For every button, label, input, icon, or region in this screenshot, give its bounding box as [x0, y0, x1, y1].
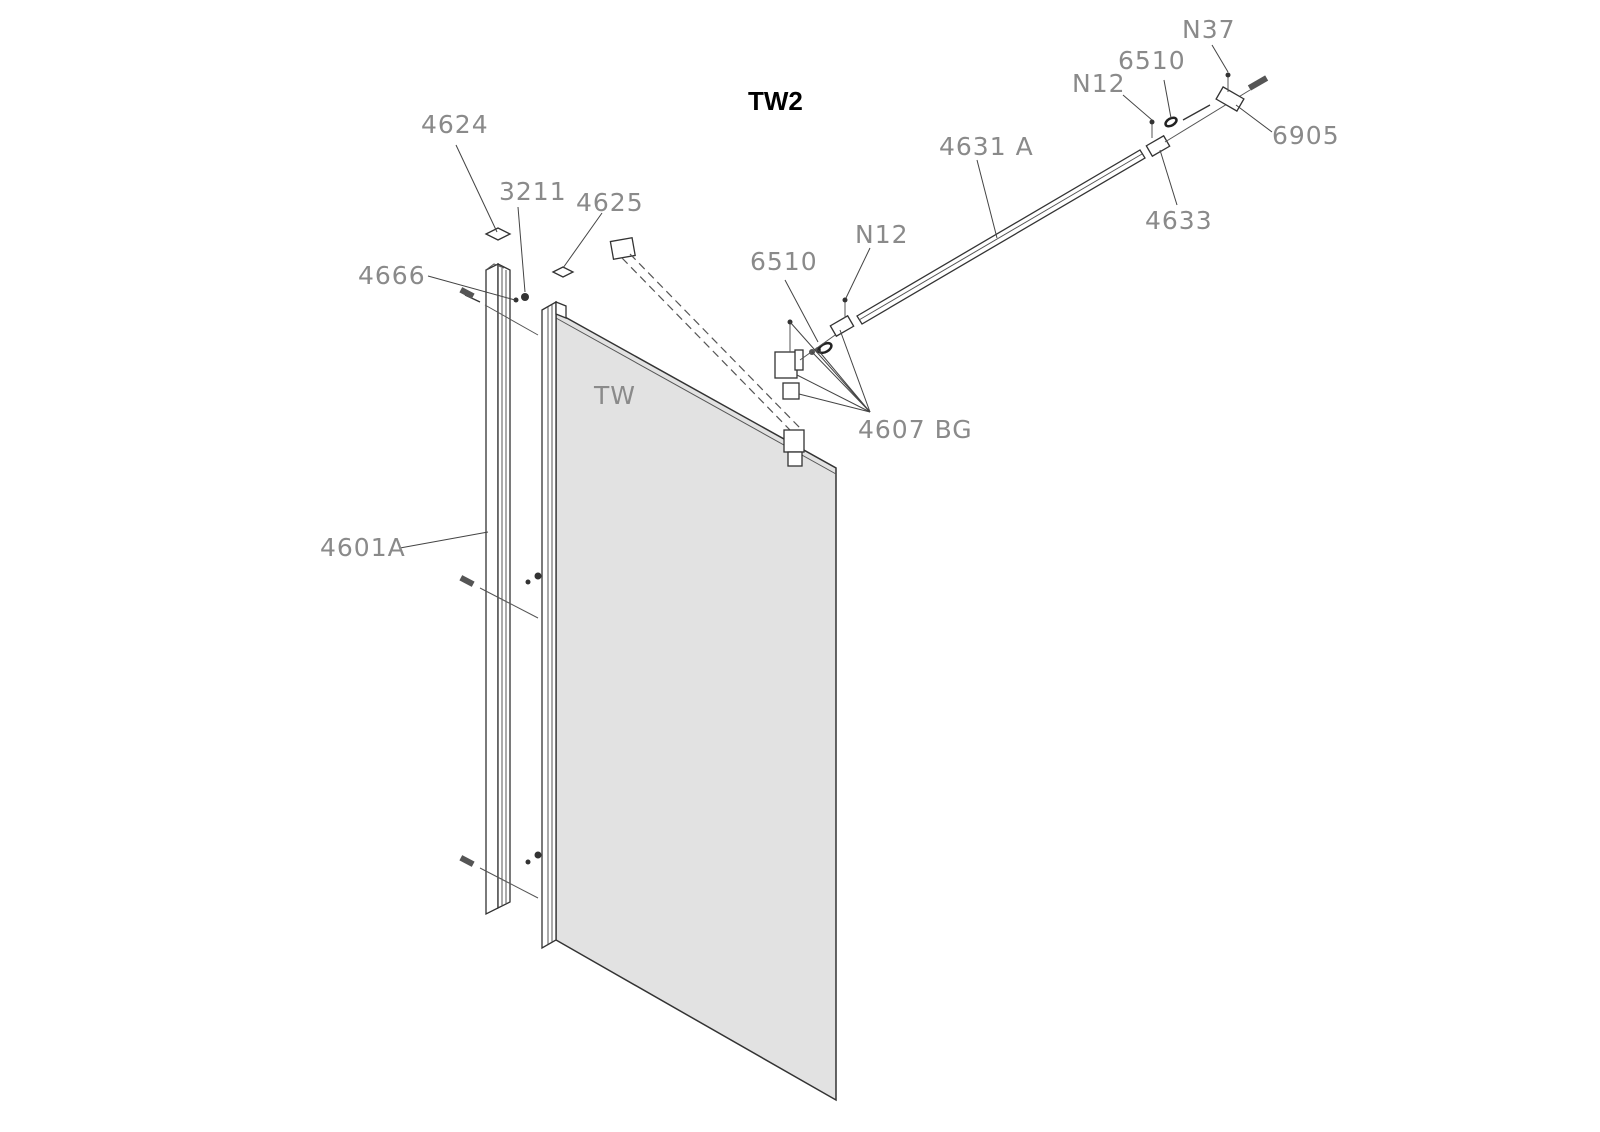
label-n37: N37 [1182, 15, 1236, 44]
leader-lines [399, 44, 1273, 549]
label-4666: 4666 [358, 261, 426, 290]
label-4633: 4633 [1145, 206, 1213, 235]
label-4601a: 4601A [320, 533, 406, 562]
label-4607bg: 4607 BG [858, 415, 973, 444]
wall-screws [459, 287, 542, 899]
glass-clamp-dashed [609, 236, 805, 467]
label-3211: 3211 [499, 177, 567, 206]
cap-4625 [551, 266, 575, 278]
label-4631a: 4631 A [939, 132, 1034, 161]
wall-mount-parts [1145, 72, 1269, 158]
label-6510-left: 6510 [750, 247, 818, 276]
label-4625: 4625 [576, 188, 644, 217]
wall-profile-4601a [485, 262, 511, 916]
label-n12-right: N12 [1072, 69, 1126, 98]
glass-edge-profile [541, 300, 567, 950]
label-6510-right: 6510 [1118, 46, 1186, 75]
label-n12-left: N12 [855, 220, 909, 249]
stabilizer-rod-4631a [856, 149, 1146, 325]
cap-4624 [484, 227, 512, 241]
label-4624: 4624 [421, 110, 489, 139]
label-6905: 6905 [1272, 121, 1340, 150]
bracket-4607bg [774, 297, 855, 400]
diagram-title: TW2 [748, 86, 803, 116]
label-tw: TW [593, 381, 636, 410]
